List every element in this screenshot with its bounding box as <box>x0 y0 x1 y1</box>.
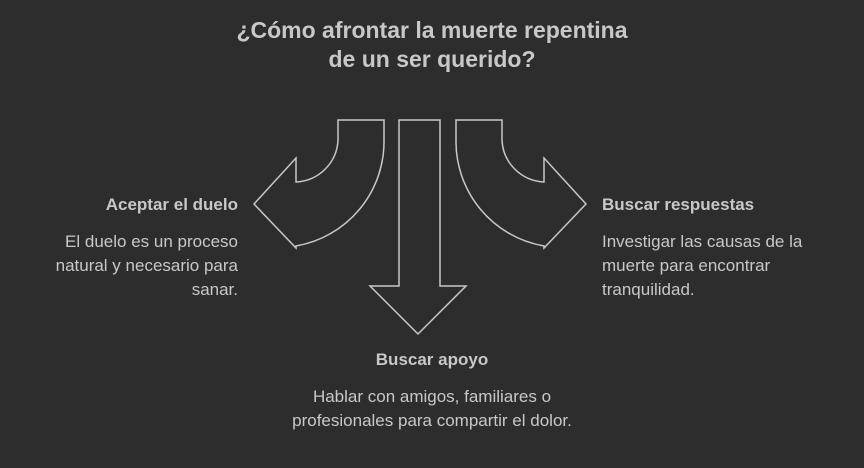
branch-accept-grief: Aceptar el duelo El duelo es un proceso … <box>20 194 238 302</box>
right-curved-arrow <box>455 119 588 250</box>
branch-description: El duelo es un proceso natural y necesar… <box>55 232 238 299</box>
branch-description: Hablar con amigos, familiares o profesio… <box>292 387 572 430</box>
branch-description: Investigar las causas de la muerte para … <box>602 232 803 299</box>
branch-title: Buscar apoyo <box>375 350 489 369</box>
down-arrow <box>368 119 468 336</box>
diagram-title: ¿Cómo afrontar la muerte repentina de un… <box>236 17 628 72</box>
branch-seek-support: Buscar apoyo Hablar con amigos, familiar… <box>282 349 582 433</box>
left-curved-arrow <box>252 119 385 250</box>
branch-title: Aceptar el duelo <box>105 195 238 214</box>
branch-title: Buscar respuestas <box>602 195 755 214</box>
branch-seek-answers: Buscar respuestas Investigar las causas … <box>602 194 842 302</box>
